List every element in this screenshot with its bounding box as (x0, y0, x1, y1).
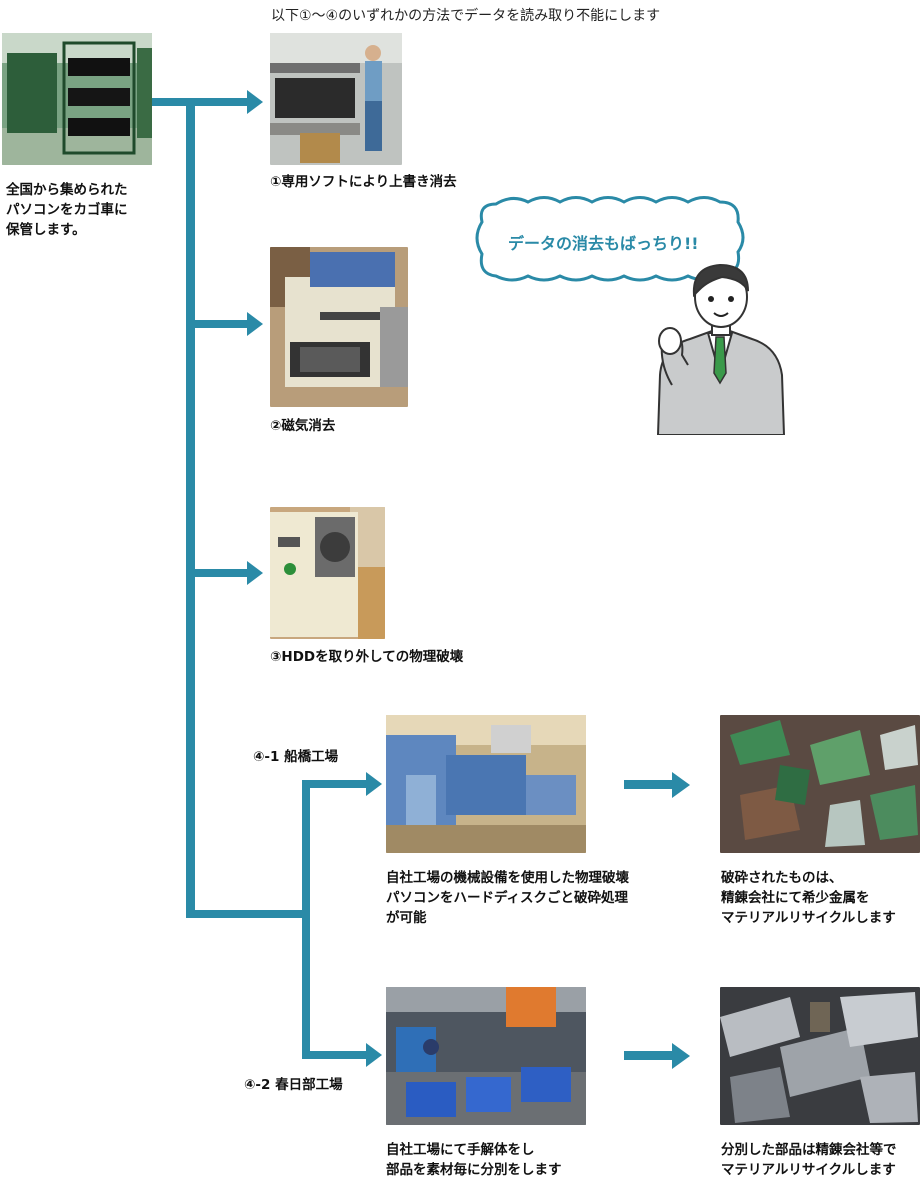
intro-line: 全国から集められた (6, 182, 128, 198)
arrow-right-icon (672, 772, 690, 798)
connector-line (152, 98, 250, 106)
arrow-right-icon (247, 312, 263, 336)
funabashi-desc-line: 自社工場の機械設備を使用した物理破壊 (386, 870, 629, 886)
page-header: 以下①～④のいずれかの方法でデータを読み取り不能にします (271, 8, 661, 24)
arrow-right-icon (247, 90, 263, 114)
photo-funabashi-factory (386, 715, 586, 853)
method-4-1-label: ④-1 船橋工場 (253, 749, 339, 765)
intro-line: 保管します。 (6, 222, 86, 238)
main-trunk-line (186, 98, 195, 918)
kasukabe-desc-line: 自社工場にて手解体をし (386, 1142, 535, 1158)
arrow-right-icon (672, 1043, 690, 1069)
photo-sorted-parts (720, 987, 920, 1125)
connector-line (190, 569, 250, 577)
photo-storage-carts (2, 33, 152, 165)
connector-line (624, 1051, 674, 1060)
photo-crushed-boards (720, 715, 920, 853)
funabashi-description: 自社工場の機械設備を使用した物理破壊 パソコンをハードディスクごと破砕処理 が可… (386, 868, 629, 928)
speech-bubble-text: データの消去もばっちり!! (508, 234, 699, 253)
method-4-2-label: ④-2 春日部工場 (244, 1077, 343, 1093)
arrow-right-icon (247, 561, 263, 585)
funabashi-result-line: 精錬会社にて希少金属を (721, 890, 870, 906)
kasukabe-result-line: マテリアルリサイクルします (721, 1162, 896, 1178)
connector-line (624, 780, 674, 789)
photo-kasukabe-factory (386, 987, 586, 1125)
funabashi-result-line: 破砕されたものは、 (721, 870, 843, 886)
method-1-label: ①専用ソフトにより上書き消去 (270, 174, 457, 190)
funabashi-desc-line: が可能 (386, 910, 427, 926)
branch-line (302, 780, 310, 1058)
intro-line: パソコンをカゴ車に (6, 202, 128, 218)
funabashi-desc-line: パソコンをハードディスクごと破砕処理 (386, 890, 629, 906)
kasukabe-result-line: 分別した部品は精錬会社等で (721, 1142, 897, 1158)
photo-hdd-crusher (270, 507, 385, 639)
kasukabe-result: 分別した部品は精錬会社等で マテリアルリサイクルします (721, 1140, 897, 1180)
arrow-right-icon (366, 772, 382, 796)
connector-line (302, 1051, 368, 1059)
connector-line (190, 320, 250, 328)
arrow-right-icon (366, 1043, 382, 1067)
method-3-label: ③HDDを取り外しての物理破壊 (270, 649, 464, 665)
method-2-label: ②磁気消去 (270, 418, 336, 434)
connector-line (302, 780, 368, 788)
funabashi-result-line: マテリアルリサイクルします (721, 910, 896, 926)
businessman-illustration (656, 263, 786, 435)
connector-line (190, 910, 310, 918)
kasukabe-description: 自社工場にて手解体をし 部品を素材毎に分別をします (386, 1140, 562, 1180)
photo-degausser (270, 247, 408, 407)
funabashi-result: 破砕されたものは、 精錬会社にて希少金属を マテリアルリサイクルします (721, 868, 896, 928)
kasukabe-desc-line: 部品を素材毎に分別をします (386, 1162, 562, 1178)
photo-software-erase (270, 33, 402, 165)
intro-text: 全国から集められた パソコンをカゴ車に 保管します。 (6, 180, 128, 240)
